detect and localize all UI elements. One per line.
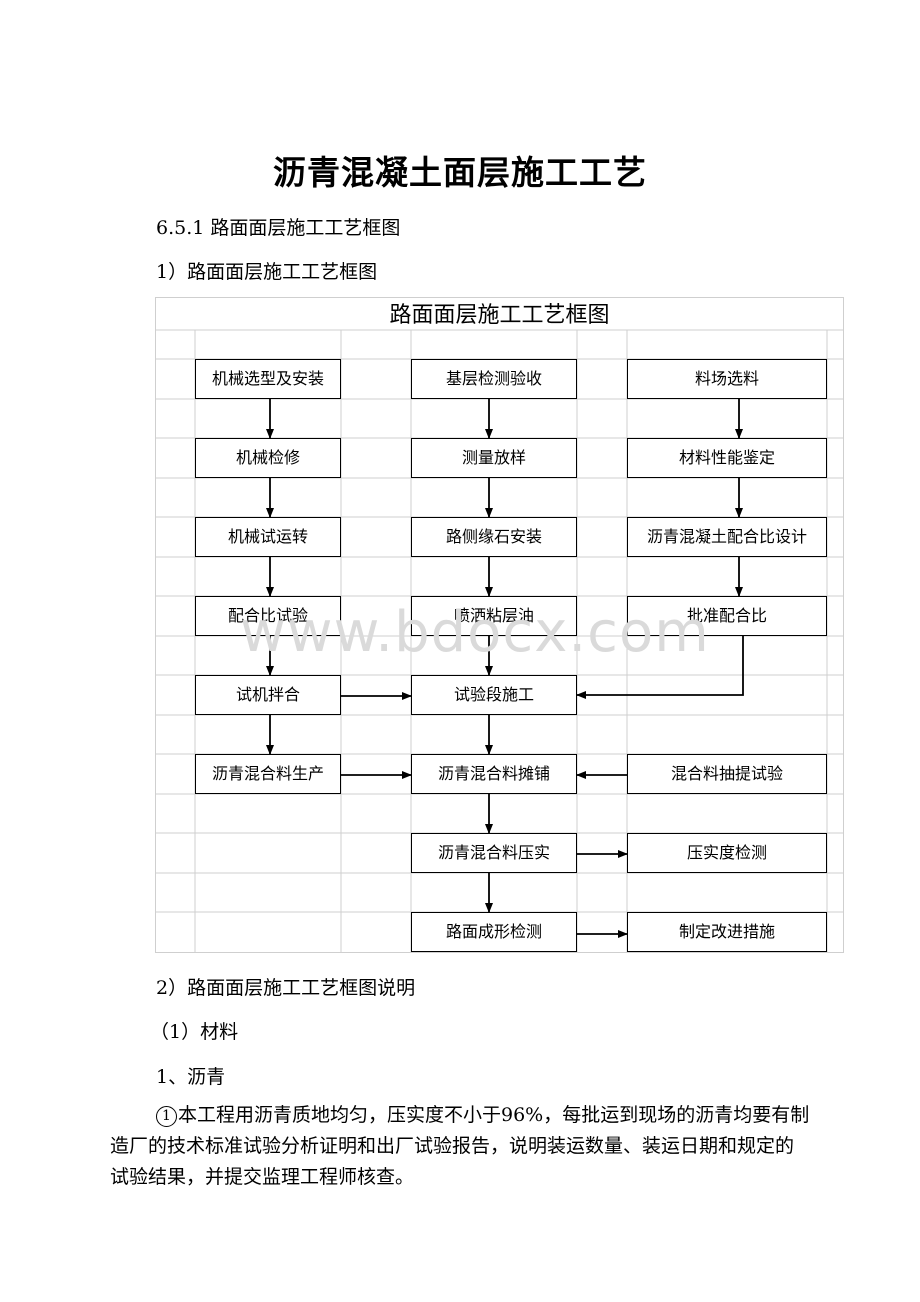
flow-box-tack-coat: 喷洒粘层油	[411, 596, 577, 636]
flow-arrows	[266, 399, 744, 938]
flow-box-mixture-production: 沥青混合料生产	[195, 754, 341, 794]
flow-box-compaction-test: 压实度检测	[627, 833, 827, 873]
item-asphalt: 1、沥青	[156, 1066, 226, 1088]
flow-box-mixture-compaction: 沥青混合料压实	[411, 833, 577, 873]
flow-box-improvement-measures: 制定改进措施	[627, 912, 827, 952]
process-flowchart: 路面面层施工工艺框图 机械选型及安装 机械检修 机械试运转 配合比试验 试机拌合…	[155, 297, 844, 953]
flow-box-mix-ratio-test: 配合比试验	[195, 596, 341, 636]
flow-box-machine-selection: 机械选型及安装	[195, 359, 341, 399]
flow-box-pavement-inspection: 路面成形检测	[411, 912, 577, 952]
flow-box-material-appraisal: 材料性能鉴定	[627, 438, 827, 478]
flow-box-trial-mixing: 试机拌合	[195, 675, 341, 715]
flow-box-mix-design: 沥青混凝土配合比设计	[627, 517, 827, 557]
sub-heading-flowchart: 1）路面面层施工工艺框图	[156, 261, 378, 283]
flow-box-trial-section: 试验段施工	[411, 675, 577, 715]
flow-box-approve-mix: 批准配合比	[627, 596, 827, 636]
watermark: www.bdocx.com	[240, 600, 710, 665]
flow-box-material-sourcing: 料场选料	[627, 359, 827, 399]
circled-number-marker: 1	[156, 1106, 177, 1127]
paragraph-text-rest: 的沥青均要有制造厂的技术标准试验分析证明和出厂试验报告，说明装运数量、装运日期和…	[110, 1104, 810, 1188]
item-materials: （1）材料	[150, 1021, 239, 1043]
flow-box-curb-installation: 路侧缘石安装	[411, 517, 577, 557]
paragraph-text-line-1: 本工程用沥青质地均匀，压实度不小于96%，每批运到现场	[178, 1104, 677, 1126]
section-heading: 6.5.1 路面面层施工工艺框图	[156, 217, 401, 239]
flow-box-machine-trial-run: 机械试运转	[195, 517, 341, 557]
document-title: 沥青混凝土面层施工工艺	[273, 153, 647, 192]
flow-box-base-inspection: 基层检测验收	[411, 359, 577, 399]
flow-box-mixture-paving: 沥青混合料摊铺	[411, 754, 577, 794]
flowchart-title: 路面面层施工工艺框图	[389, 303, 610, 328]
flow-box-machine-overhaul: 机械检修	[195, 438, 341, 478]
flow-box-survey-layout: 测量放样	[411, 438, 577, 478]
sub-heading-explanation: 2）路面面层施工工艺框图说明	[156, 977, 416, 999]
flow-box-extraction-test: 混合料抽提试验	[627, 754, 827, 794]
